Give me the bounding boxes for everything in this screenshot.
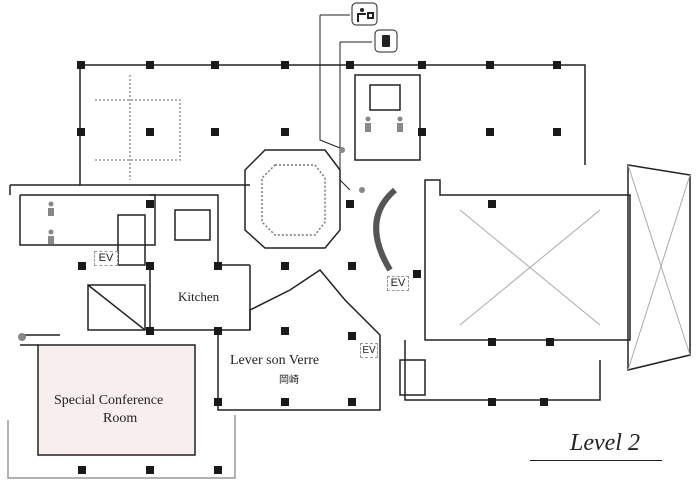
trash-location-icon xyxy=(359,187,365,193)
drinking-fountain-icon xyxy=(351,2,378,26)
restroom-block xyxy=(9,184,156,246)
level-title: Level 2 xyxy=(570,430,640,456)
storage-room xyxy=(174,209,211,241)
atrium-inner xyxy=(261,164,326,236)
lever-son-verre-label: Lever son Verre xyxy=(230,353,320,368)
restroom-upper-icon xyxy=(365,116,403,132)
stair-landing xyxy=(87,284,146,331)
plant-icon xyxy=(18,333,26,341)
restroom-female-icon xyxy=(48,229,54,244)
pillars xyxy=(77,61,561,474)
spiral-stairs xyxy=(373,187,398,272)
right-terrace-cross xyxy=(627,164,691,371)
special-conference-label-1: Special Conference xyxy=(54,393,164,408)
wall-left-upper xyxy=(79,65,250,186)
elevator-center: EV xyxy=(387,276,409,291)
stairs-left xyxy=(117,214,146,266)
kitchen-walls xyxy=(149,194,251,331)
elevator-left: EV xyxy=(94,251,118,266)
trash-bin-icon xyxy=(374,29,398,53)
ballroom-cross xyxy=(459,209,601,326)
small-room xyxy=(399,359,426,396)
special-conference-room xyxy=(37,344,196,456)
icon-leaders xyxy=(319,14,372,191)
partition-dashed xyxy=(95,99,181,161)
wall-segment xyxy=(20,334,60,346)
special-conference-label-2: Room xyxy=(103,411,138,426)
elevator-right: EV xyxy=(360,343,378,358)
ballroom-walls xyxy=(424,179,631,341)
lever-son-verre-sublabel: 岡崎 xyxy=(279,375,299,386)
level-underline xyxy=(530,460,662,461)
restroom-upper xyxy=(354,74,421,161)
terrace-outline xyxy=(7,415,236,479)
restroom-male-icon xyxy=(48,201,54,216)
wall-top xyxy=(80,64,586,165)
octagon-atrium xyxy=(244,149,341,249)
lever-son-verre-walls xyxy=(217,269,381,411)
fountain-location-icon xyxy=(339,147,345,153)
kitchen-label: Kitchen xyxy=(178,289,220,304)
lobby-walls xyxy=(404,340,601,401)
